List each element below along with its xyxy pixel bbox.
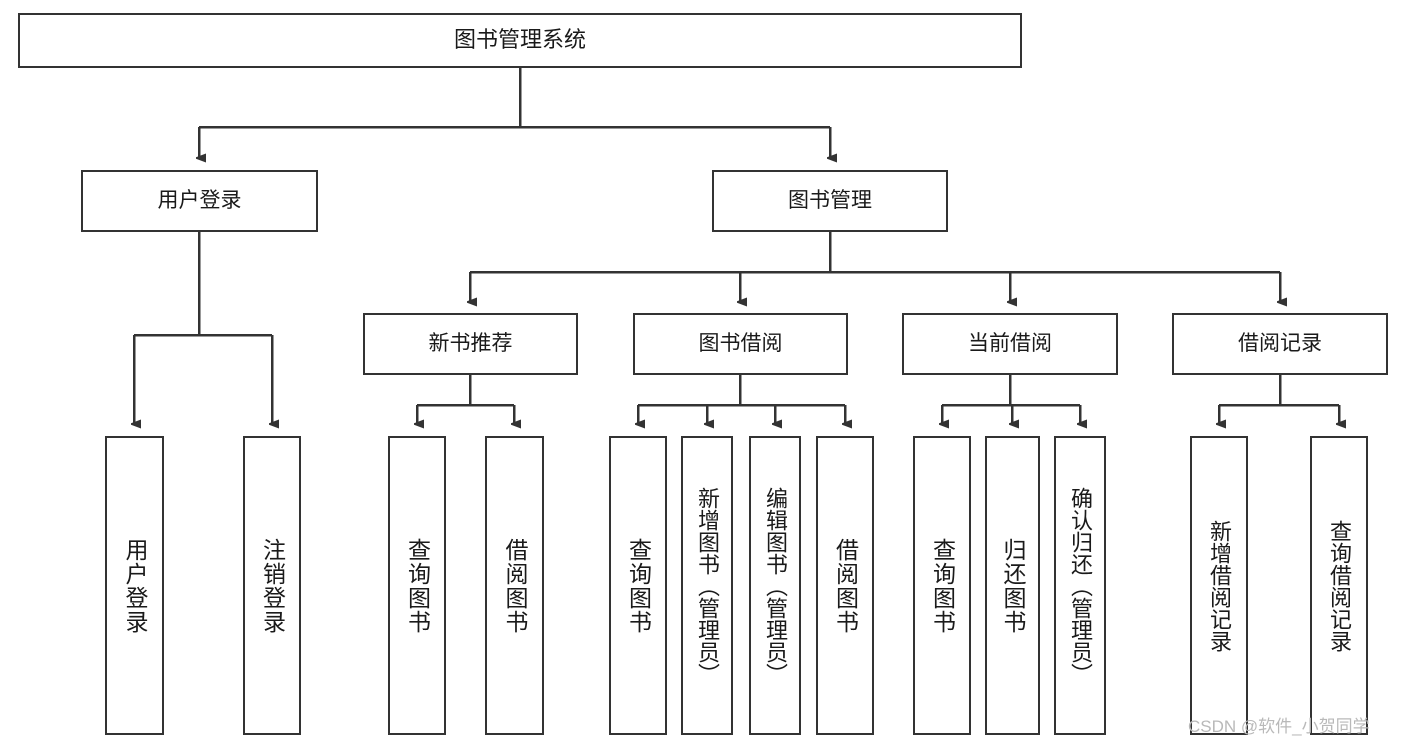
node-user-login[interactable]: 用户登录 (81, 170, 318, 232)
node-book-borrow[interactable]: 图书借阅 (633, 313, 848, 375)
node-leaf-logout-label: 注销登录 (259, 537, 286, 634)
node-leaf-add-record-label: 新增借阅记录 (1207, 519, 1232, 652)
node-leaf-confirm-return[interactable]: 确认归还（管理员） (1054, 436, 1106, 735)
node-leaf-borrow-book-1[interactable]: 借阅图书 (485, 436, 544, 735)
node-leaf-query-book-3[interactable]: 查询图书 (913, 436, 971, 735)
node-leaf-edit-book-label: 编辑图书（管理员） (763, 486, 788, 685)
node-borrow-record-label: 借阅记录 (1238, 332, 1322, 356)
node-book-borrow-label: 图书借阅 (698, 332, 783, 356)
node-leaf-query-book-1[interactable]: 查询图书 (388, 436, 446, 735)
node-leaf-add-book[interactable]: 新增图书（管理员） (681, 436, 733, 735)
node-current-borrow[interactable]: 当前借阅 (902, 313, 1118, 375)
node-root[interactable]: 图书管理系统 (18, 13, 1022, 68)
node-leaf-query-book-3-label: 查询图书 (929, 537, 956, 634)
node-new-book-rec-label: 新书推荐 (428, 332, 513, 356)
node-leaf-borrow-book-1-label: 借阅图书 (502, 537, 528, 634)
node-book-manage-label: 图书管理 (788, 189, 872, 213)
node-leaf-query-book-1-label: 查询图书 (404, 537, 431, 634)
node-new-book-rec[interactable]: 新书推荐 (363, 313, 578, 375)
node-leaf-confirm-return-label: 确认归还（管理员） (1068, 486, 1093, 685)
node-current-borrow-label: 当前借阅 (968, 332, 1052, 356)
node-leaf-user-login-label: 用户登录 (122, 537, 148, 634)
node-leaf-edit-book[interactable]: 编辑图书（管理员） (749, 436, 801, 735)
node-borrow-record[interactable]: 借阅记录 (1172, 313, 1388, 375)
node-user-login-label: 用户登录 (157, 189, 242, 213)
node-leaf-add-record[interactable]: 新增借阅记录 (1190, 436, 1248, 735)
node-leaf-add-book-label: 新增图书（管理员） (695, 486, 720, 685)
node-leaf-user-login[interactable]: 用户登录 (105, 436, 164, 735)
node-leaf-logout[interactable]: 注销登录 (243, 436, 301, 735)
node-leaf-query-record[interactable]: 查询借阅记录 (1310, 436, 1368, 735)
node-leaf-return-book[interactable]: 归还图书 (985, 436, 1040, 735)
node-leaf-return-book-label: 归还图书 (1000, 537, 1026, 634)
node-leaf-borrow-book-2-label: 借阅图书 (832, 537, 859, 634)
node-root-label: 图书管理系统 (453, 27, 586, 53)
node-leaf-borrow-book-2[interactable]: 借阅图书 (816, 436, 874, 735)
node-leaf-query-book-2-label: 查询图书 (625, 537, 652, 634)
node-book-manage[interactable]: 图书管理 (712, 170, 948, 232)
node-leaf-query-book-2[interactable]: 查询图书 (609, 436, 667, 735)
csdn-watermark: CSDN @软件_小贺同学 (1188, 717, 1370, 736)
node-leaf-query-record-label: 查询借阅记录 (1327, 519, 1352, 652)
